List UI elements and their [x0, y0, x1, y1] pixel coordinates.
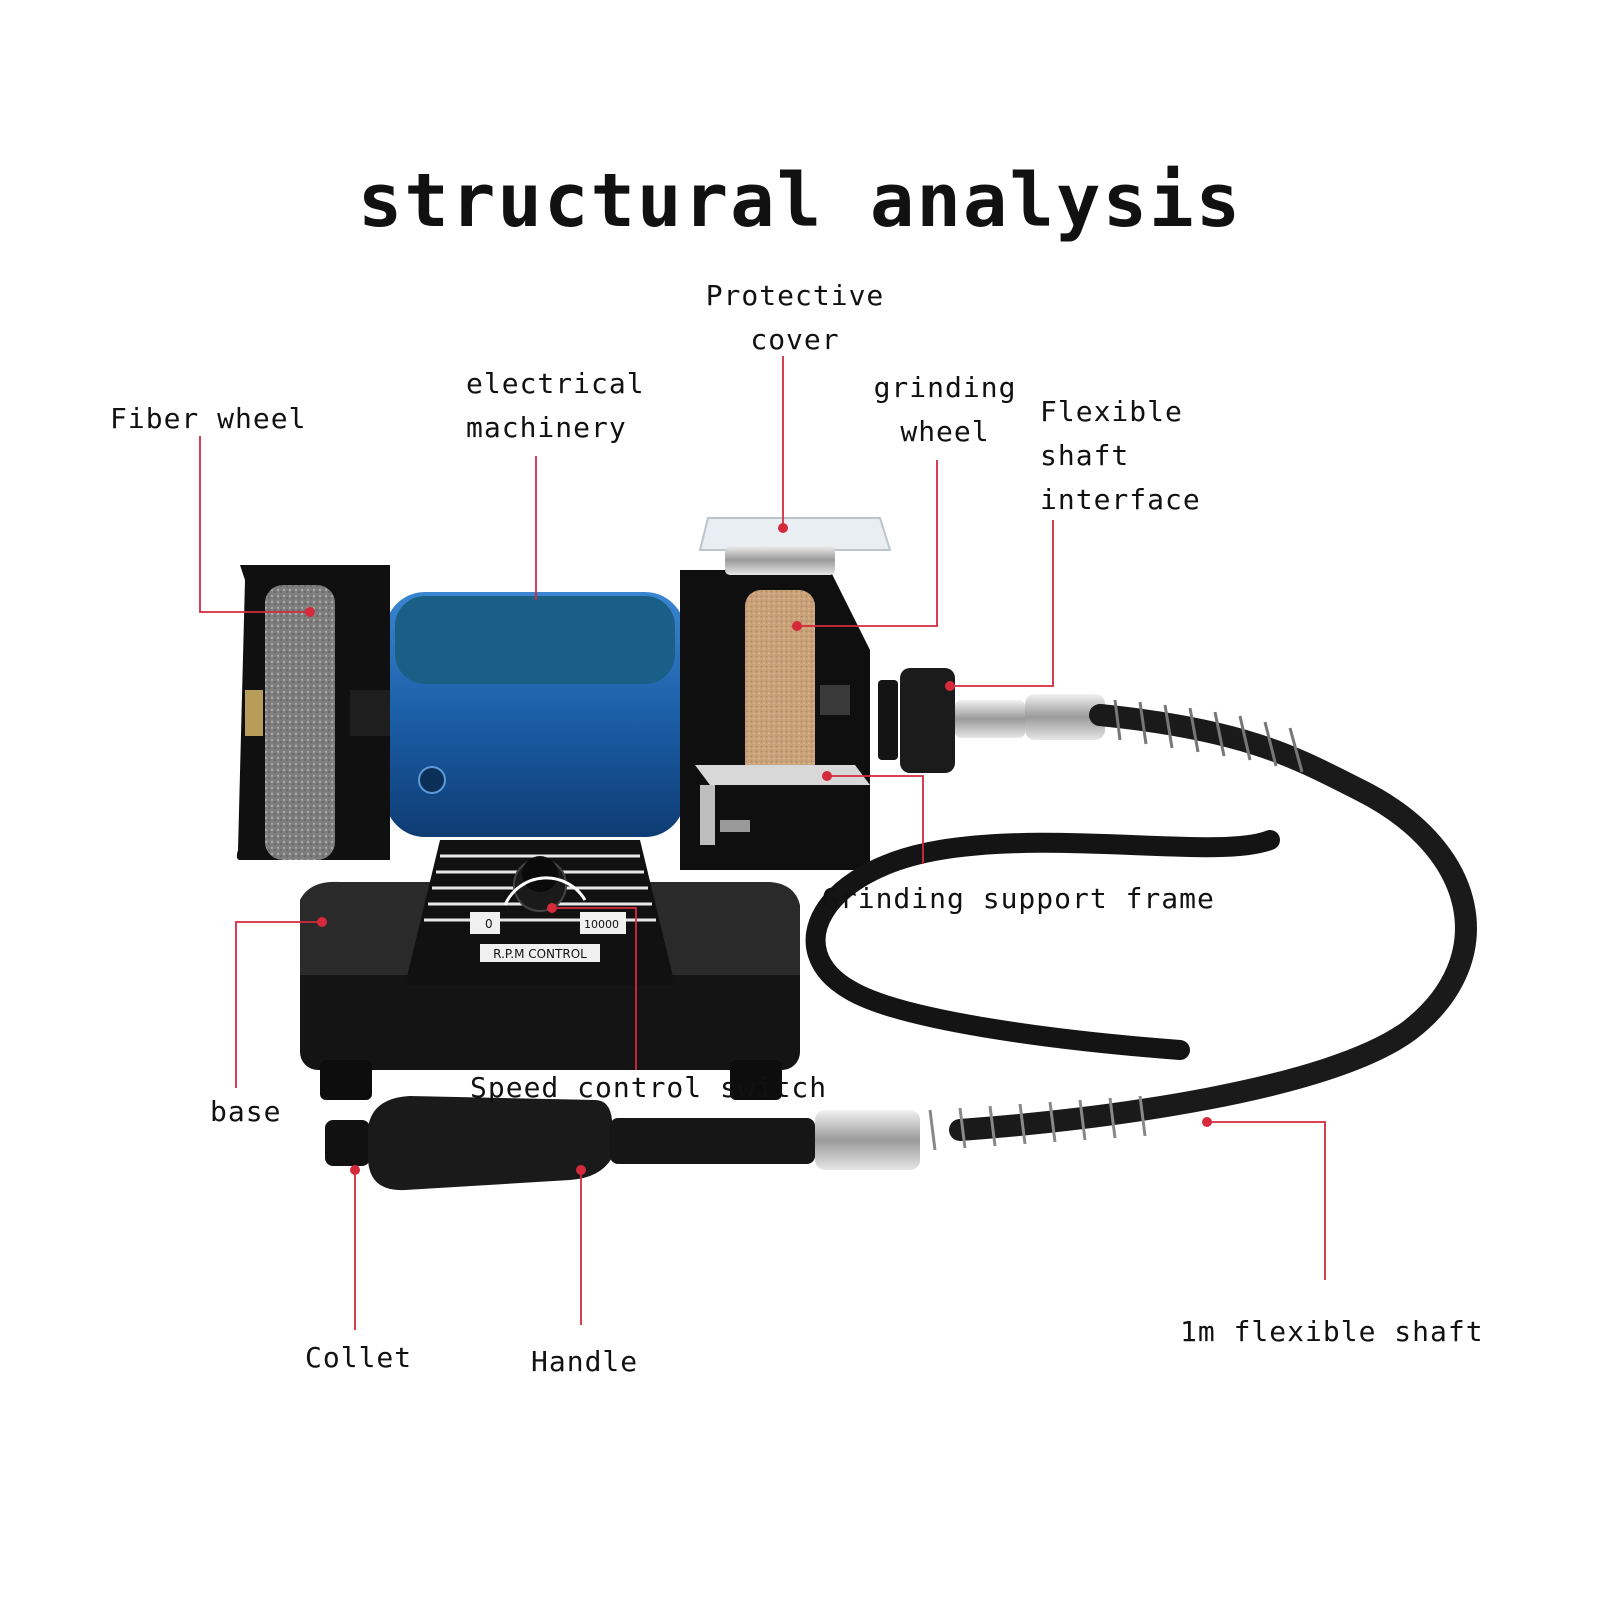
label-speed-control-switch: Speed control switch [470, 1071, 828, 1104]
shaft-interface-part [878, 668, 1105, 773]
rpm-caption: R.P.M CONTROL [493, 947, 587, 961]
rpm-max-label: 10000 [584, 918, 619, 931]
label-electrical-machinery: electrical machinery [466, 367, 645, 444]
rpm-min-label: 0 [485, 917, 493, 931]
redacted-label-patch [395, 596, 675, 684]
label-fiber-wheel: Fiber wheel [110, 402, 307, 435]
leader-dots [305, 523, 1212, 1175]
leader-lines [199, 356, 1326, 1330]
label-grinding-wheel: grinding wheel [873, 371, 1017, 448]
grinding-wheel-part [680, 570, 870, 870]
label-base: base [210, 1095, 282, 1128]
label-grinding-support-frame: Grinding support frame [822, 882, 1215, 915]
label-protective-cover: Protective cover [705, 279, 885, 356]
label-collet: Collet [305, 1341, 413, 1374]
label-flexible-shaft-interface: Flexible shaft interface [1040, 395, 1201, 516]
motor-part [385, 592, 685, 837]
protective-cover-part [698, 517, 892, 575]
label-flexible-shaft: 1m flexible shaft [1180, 1315, 1484, 1348]
control-panel-part: 0 10000 R.P.M CONTROL [405, 840, 675, 985]
fiber-wheel-part [236, 565, 390, 860]
handpiece-part [325, 1096, 920, 1191]
label-handle: Handle [531, 1345, 639, 1378]
flexible-shaft-part [805, 699, 1477, 1151]
diagram-title: structural analysis [357, 158, 1243, 244]
